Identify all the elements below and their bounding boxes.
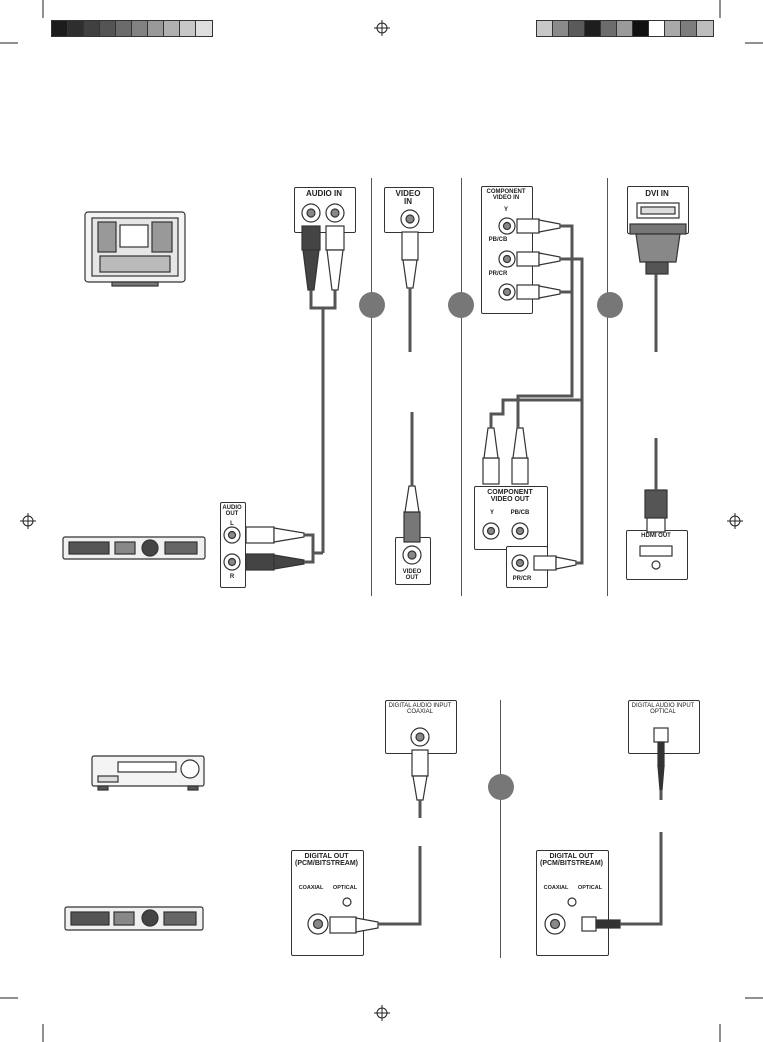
optical-cable-diagram [0, 0, 763, 1042]
